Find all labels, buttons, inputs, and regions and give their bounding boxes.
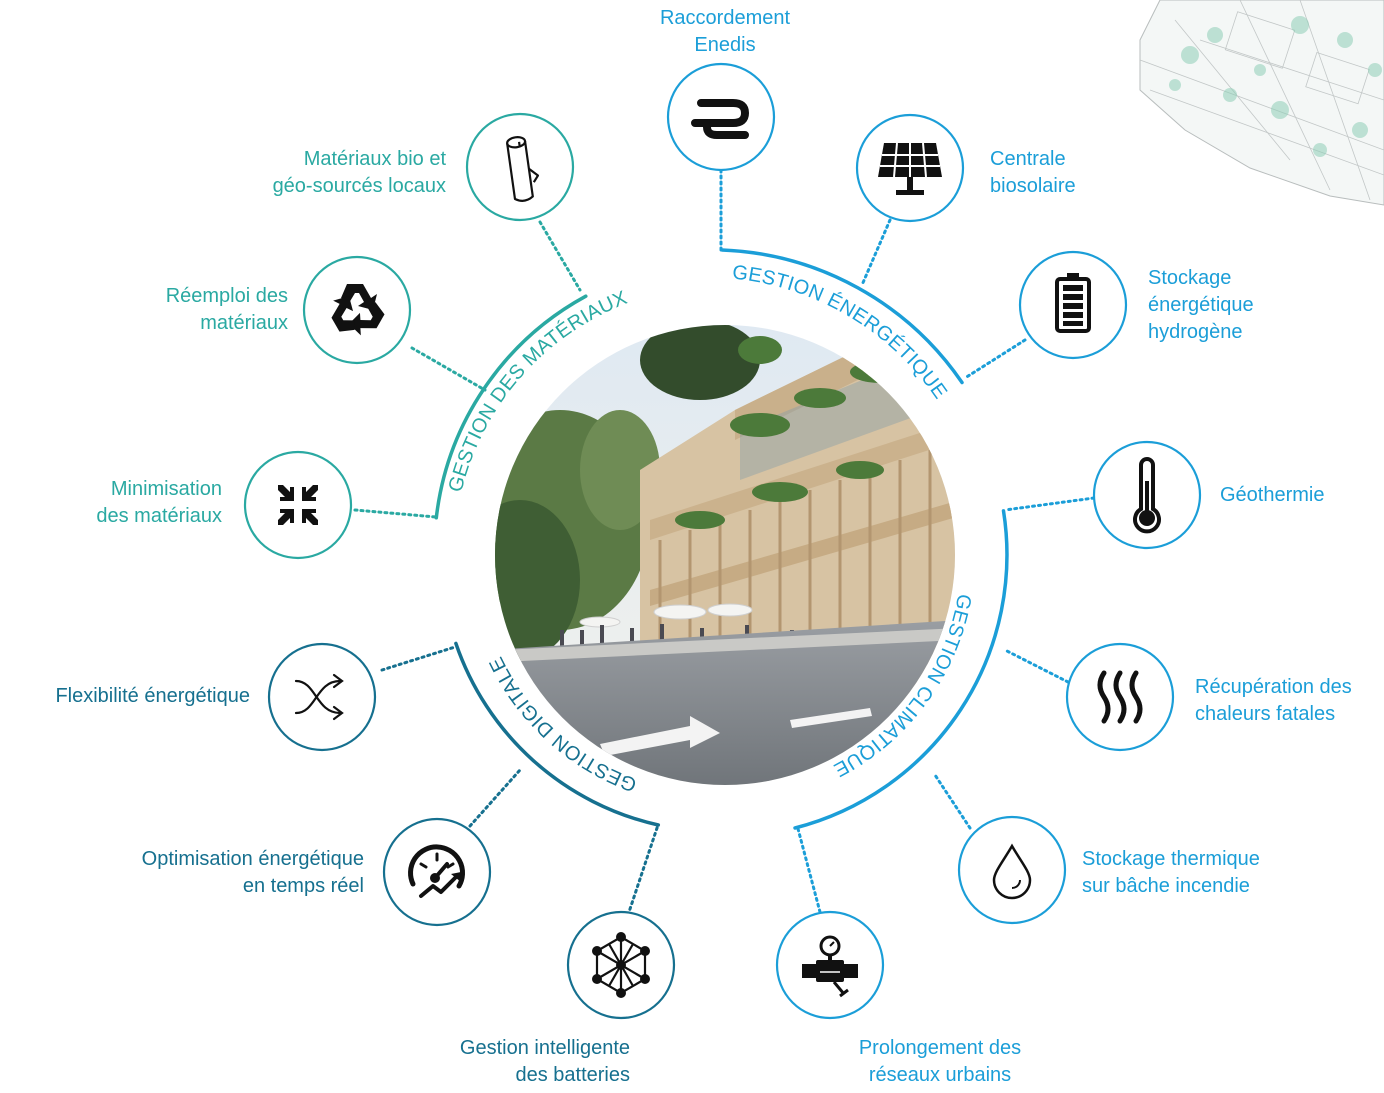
node-raccordement (666, 62, 776, 172)
label-stockage-h2: Stockage énergétique hydrogène (1148, 267, 1254, 343)
site-plan-map (1139, 0, 1384, 206)
label-bio: Matériaux bio et géo-sourcés locaux (272, 148, 446, 197)
pipe-gauge-icon (802, 935, 858, 998)
battery-icon (1055, 273, 1091, 333)
wood-log-icon (506, 136, 540, 202)
label-raccordement: Raccordement Enedis (659, 7, 791, 56)
label-batteries: Gestion intelligente des batteries (459, 1037, 630, 1086)
water-drop-icon (992, 843, 1032, 900)
network-graph-icon (592, 932, 650, 998)
arc-digitale (454, 641, 661, 827)
arc-climatique (793, 509, 1009, 830)
connector-centrale (860, 218, 892, 287)
connector-reemploi (410, 346, 487, 392)
connector-stockage-thermique (933, 773, 972, 830)
connector-bio (538, 220, 582, 292)
label-centrale: Centrale biosolaire (990, 148, 1076, 197)
node-stockage-thermique (957, 815, 1067, 925)
solar-panel-icon (878, 142, 942, 195)
recycle-icon (331, 284, 385, 336)
connector-stockage-h2 (963, 338, 1027, 380)
label-flexibilite: Flexibilité énergétique (55, 685, 250, 707)
node-optimisation (382, 817, 492, 927)
connector-recuperation (1003, 648, 1070, 684)
speedometer-icon (408, 844, 465, 898)
node-reemploi (302, 255, 412, 365)
node-flexibilite (267, 642, 377, 752)
label-prolongement: Prolongement des réseaux urbains (858, 1037, 1022, 1086)
shuffle-icon (294, 673, 344, 721)
connector-prolongement (795, 823, 822, 914)
label-geothermie: Géothermie (1220, 484, 1325, 506)
label-minimisation: Minimisation des matériaux (96, 478, 222, 527)
compress-arrows-icon (278, 485, 318, 525)
node-minimisation (243, 450, 353, 560)
building-photo (495, 325, 955, 785)
label-stockage-thermique: Stockage thermique sur bâche incendie (1082, 848, 1260, 897)
node-bio (465, 112, 575, 222)
connector-flexibilite (380, 645, 457, 672)
arc-materiaux (434, 294, 588, 520)
label-recuperation: Récupération des chaleurs fatales (1195, 676, 1352, 725)
label-reemploi: Réemploi des matériaux (165, 285, 288, 334)
connector-minimisation (353, 508, 438, 519)
connector-batteries (626, 823, 660, 917)
heat-waves-icon (1097, 670, 1143, 724)
connector-optimisation (468, 768, 522, 828)
arc-energetique (720, 248, 964, 385)
enedis-logo-icon (691, 99, 749, 139)
label-optimisation: Optimisation énergétique en temps réel (141, 848, 364, 897)
thermometer-icon (1133, 457, 1161, 534)
connector-geothermie (1003, 496, 1096, 512)
